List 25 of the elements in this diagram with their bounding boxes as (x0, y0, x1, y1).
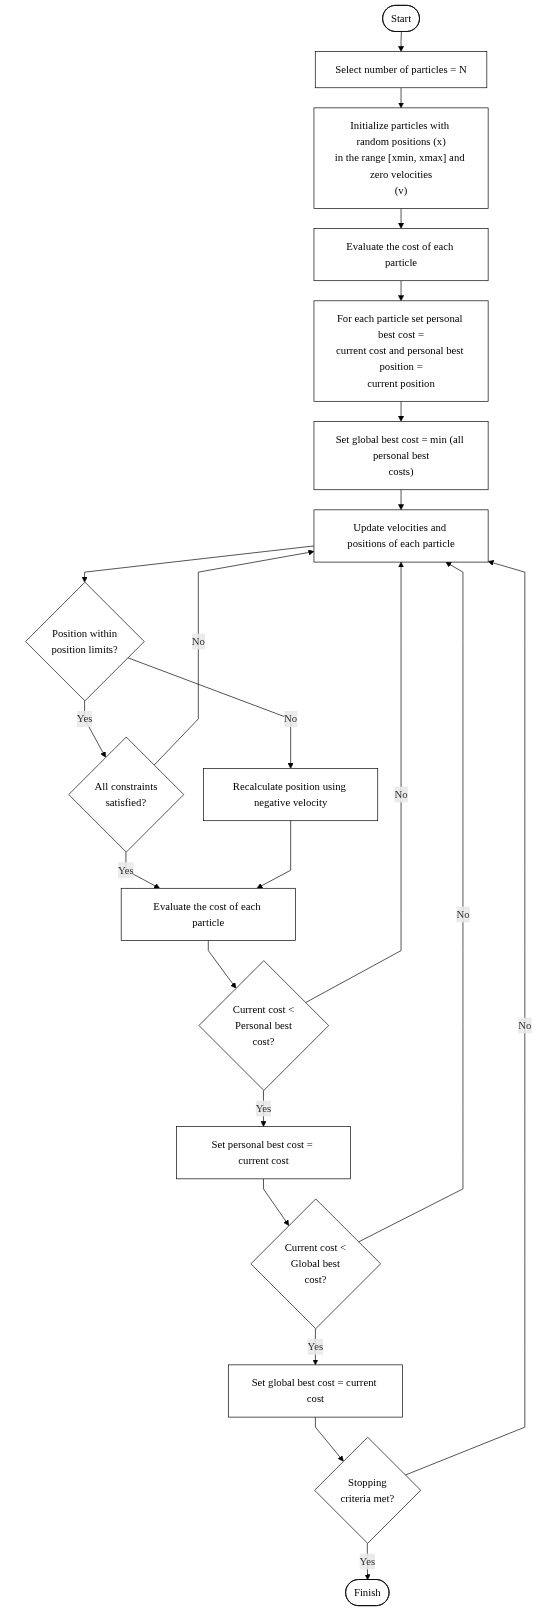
edge-label: No (191, 635, 205, 647)
node-diamond: All constraints satisfied? (68, 736, 185, 853)
node-box: Evaluate the cost of each particle (313, 228, 489, 282)
node-box: Select number of particles = N (314, 51, 488, 89)
node-box: Set personal best cost = current cost (176, 1126, 351, 1180)
edge-label: No (284, 712, 298, 725)
edge-label: Yes (359, 1555, 376, 1567)
node-box: Update velocities and positions of each particle (313, 509, 489, 563)
edge-label: Yes (307, 1340, 324, 1353)
node-box: Set global best cost = current cost (227, 1364, 403, 1418)
edge-label: No (456, 908, 470, 920)
node-box: For each particle set personal best cost = current cost and personal best position = current position (313, 300, 489, 402)
edge-label: Yes (255, 1102, 272, 1114)
node-diamond: Position within position limits? (25, 581, 145, 702)
edge-label: No (518, 1019, 532, 1031)
node-diamond: Stopping criteria met? (314, 1436, 422, 1544)
node-diamond: Current cost < Global best cost? (250, 1198, 381, 1330)
edge-label: Yes (76, 712, 93, 725)
node-diamond: Current cost < Personal best cost? (198, 960, 330, 1091)
node-box: Initialize particles with random positions (x) in the range [xmin, xmax] and zero velocities (v) (313, 107, 489, 209)
edge-label: Yes (118, 864, 134, 876)
node-box: Set global best cost = min (all personal best costs) (313, 421, 489, 491)
node-box: Evaluate the cost of each particle (120, 887, 296, 941)
node-box: Recalculate position using negative velocity (203, 768, 379, 822)
edge-label: No (394, 788, 408, 800)
